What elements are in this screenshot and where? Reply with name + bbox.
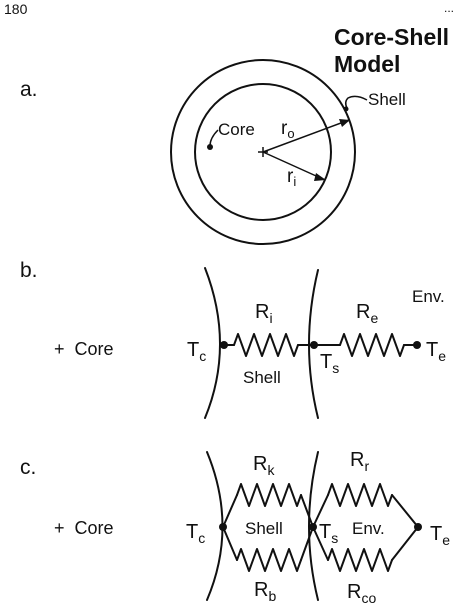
Re-label: Re: [356, 301, 378, 326]
Rr-label: Rr: [350, 449, 369, 474]
Ts-label-b: Ts: [320, 351, 339, 376]
node-Ts-b: [310, 341, 318, 349]
node-Tc-b: [220, 341, 228, 349]
Tc-label-c: Tc: [186, 521, 205, 546]
title-line-2: Model: [334, 51, 400, 77]
Rb-label: Rb: [254, 579, 276, 604]
core-label-a: Core: [218, 120, 255, 139]
resistor-Re: [339, 333, 405, 357]
Te-label-c: Te: [430, 523, 450, 548]
page-corner-mark: ...: [444, 1, 454, 15]
title-line-1: Core-Shell: [334, 24, 449, 50]
shell-label-c: Shell: [245, 519, 283, 538]
r-outer-label: ro: [281, 118, 295, 141]
env-label-b: Env.: [412, 287, 445, 306]
panel-c-label: c.: [20, 456, 36, 479]
core-label-c: +Core: [54, 518, 114, 538]
resistor-Rr: [327, 483, 393, 507]
shell-label-a: Shell: [368, 90, 406, 109]
Te-label-b: Te: [426, 339, 446, 364]
page-number: 180: [4, 1, 28, 17]
Rco-label: Rco: [347, 581, 376, 606]
node-Te-c: [414, 523, 422, 531]
node-Te-b: [413, 341, 421, 349]
Rk-label: Rk: [253, 453, 275, 478]
node-Ts-c: [309, 523, 317, 531]
Tc-label-b: Tc: [187, 339, 206, 364]
resistor-Rco: [327, 548, 393, 572]
panel-b-label: b.: [20, 259, 38, 282]
panel-a-label: a.: [20, 78, 38, 101]
inner-circle: [194, 83, 332, 221]
resistor-Rb: [236, 548, 302, 572]
resistor-Rk: [236, 483, 302, 507]
r-inner-label: ri: [287, 166, 296, 189]
r-outer-arrow: [262, 119, 350, 153]
r-inner-arrow: [262, 151, 326, 181]
node-Tc-c: [219, 523, 227, 531]
Ts-label-c: Ts: [319, 521, 338, 546]
env-label-c: Env.: [352, 519, 385, 538]
core-boundary-arc-b: [204, 267, 221, 419]
shell-label-b: Shell: [243, 368, 281, 387]
core-label-b: +Core: [54, 339, 114, 359]
outer-circle: [170, 59, 356, 245]
resistor-Ri: [233, 333, 299, 357]
Ri-label: Ri: [255, 301, 273, 326]
